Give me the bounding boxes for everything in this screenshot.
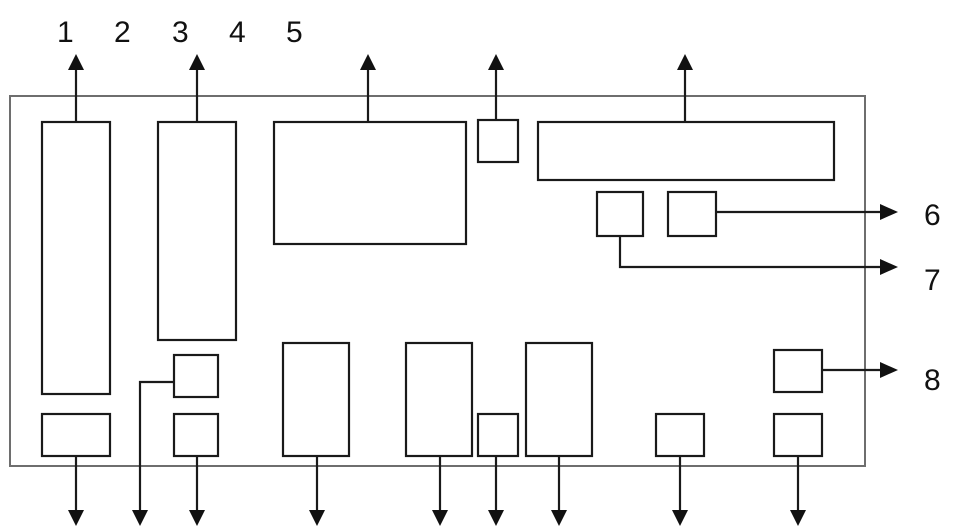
block-tall-second: [156, 120, 238, 342]
arrowhead-down-8: [672, 510, 688, 526]
label-3: 3: [172, 16, 189, 49]
arrowhead-down-4: [309, 510, 325, 526]
block-small-top: [476, 118, 520, 164]
block-tall-left: [40, 120, 112, 396]
arrowhead-up-2: [189, 54, 205, 70]
label-7: 7: [924, 264, 941, 297]
block-bottom-tall-3: [524, 341, 594, 458]
arrowhead-down-2: [132, 510, 148, 526]
block-bottom-tall-2: [404, 341, 474, 458]
block-small-7: [595, 190, 645, 238]
block-bottom-second: [172, 412, 220, 458]
connector-down-2: [138, 380, 174, 512]
block-small-6: [666, 190, 718, 238]
block-wide-top-right: [536, 120, 836, 182]
block-bottom-small-right-2: [772, 412, 824, 458]
arrowhead-right-8: [880, 362, 898, 378]
label-5: 5: [286, 16, 303, 49]
arrowhead-down-5: [432, 510, 448, 526]
block-bottom-tall-1: [281, 341, 351, 458]
arrowhead-up-5: [677, 54, 693, 70]
label-6: 6: [924, 199, 941, 232]
arrowhead-right-6: [880, 204, 898, 220]
arrowhead-down-6: [488, 510, 504, 526]
arrowhead-down-1: [68, 510, 84, 526]
arrowhead-down-7: [551, 510, 567, 526]
arrowhead-up-3: [360, 54, 376, 70]
arrowhead-down-3: [189, 510, 205, 526]
outer-frame: [9, 95, 866, 467]
arrowhead-up-1: [68, 54, 84, 70]
arrowhead-down-9: [790, 510, 806, 526]
label-2: 2: [114, 16, 131, 49]
block-large-center: [272, 120, 468, 246]
block-bottom-small-middle: [476, 412, 520, 458]
connector-right-7: [618, 236, 882, 269]
label-1: 1: [57, 16, 74, 49]
arrowhead-right-7: [880, 259, 898, 275]
label-4: 4: [229, 16, 246, 49]
block-small-8: [772, 348, 824, 394]
block-bottom-left: [40, 412, 112, 458]
arrowhead-up-4: [488, 54, 504, 70]
block-small-left-mid: [172, 353, 220, 399]
block-bottom-small-right-1: [654, 412, 706, 458]
label-8: 8: [924, 364, 941, 397]
